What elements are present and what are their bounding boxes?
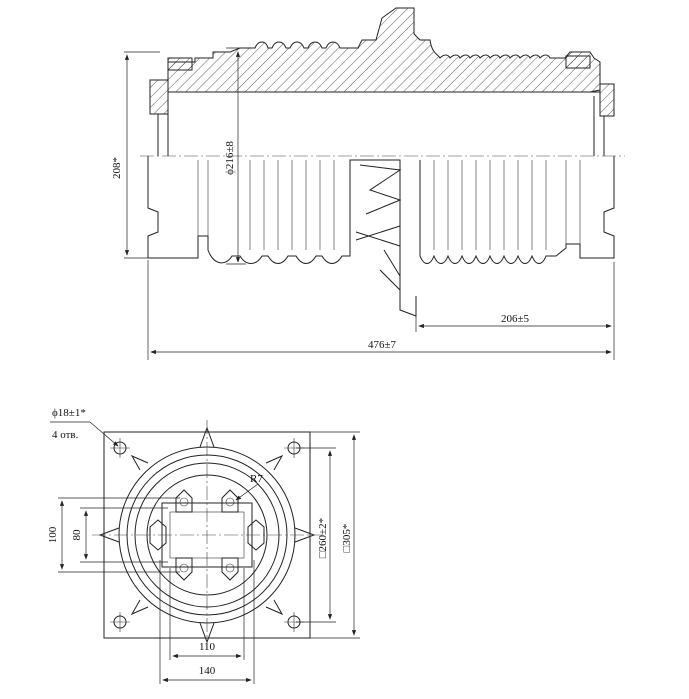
- left-flange: [149, 79, 169, 115]
- left-seal: [167, 57, 193, 71]
- upper-section-hatch: [167, 7, 601, 93]
- dim-140-label: 140: [199, 665, 216, 677]
- right-flange: [599, 83, 615, 117]
- dim-260-label: □260±2*: [317, 518, 329, 558]
- dim-110-label: 110: [199, 641, 216, 653]
- plan-view: ϕ18±1* 4 отв. R7 100 80 110 140 □260±2*: [47, 407, 360, 684]
- right-seal: [565, 55, 591, 69]
- hole-leader: [89, 421, 119, 447]
- lower-outline: [147, 156, 354, 264]
- side-view: 208* ϕ216±8 206±5 476±7: [111, 7, 625, 360]
- dim-305-label: □305*: [341, 524, 353, 553]
- hole-count-label: 4 отв.: [52, 429, 79, 441]
- dim-216-label: ϕ216±8: [224, 141, 236, 175]
- radius-label: R7: [250, 473, 263, 485]
- lower-right-ribs: [419, 156, 615, 264]
- hole-diameter-label: ϕ18±1*: [52, 407, 86, 419]
- dim-206-label: 206±5: [501, 313, 530, 325]
- dim-100-label: 100: [47, 526, 59, 543]
- dim-208-label: 208*: [111, 157, 123, 179]
- dim-80-label: 80: [71, 529, 83, 541]
- dim-476-label: 476±7: [368, 339, 397, 351]
- inner-lugs: [149, 489, 265, 581]
